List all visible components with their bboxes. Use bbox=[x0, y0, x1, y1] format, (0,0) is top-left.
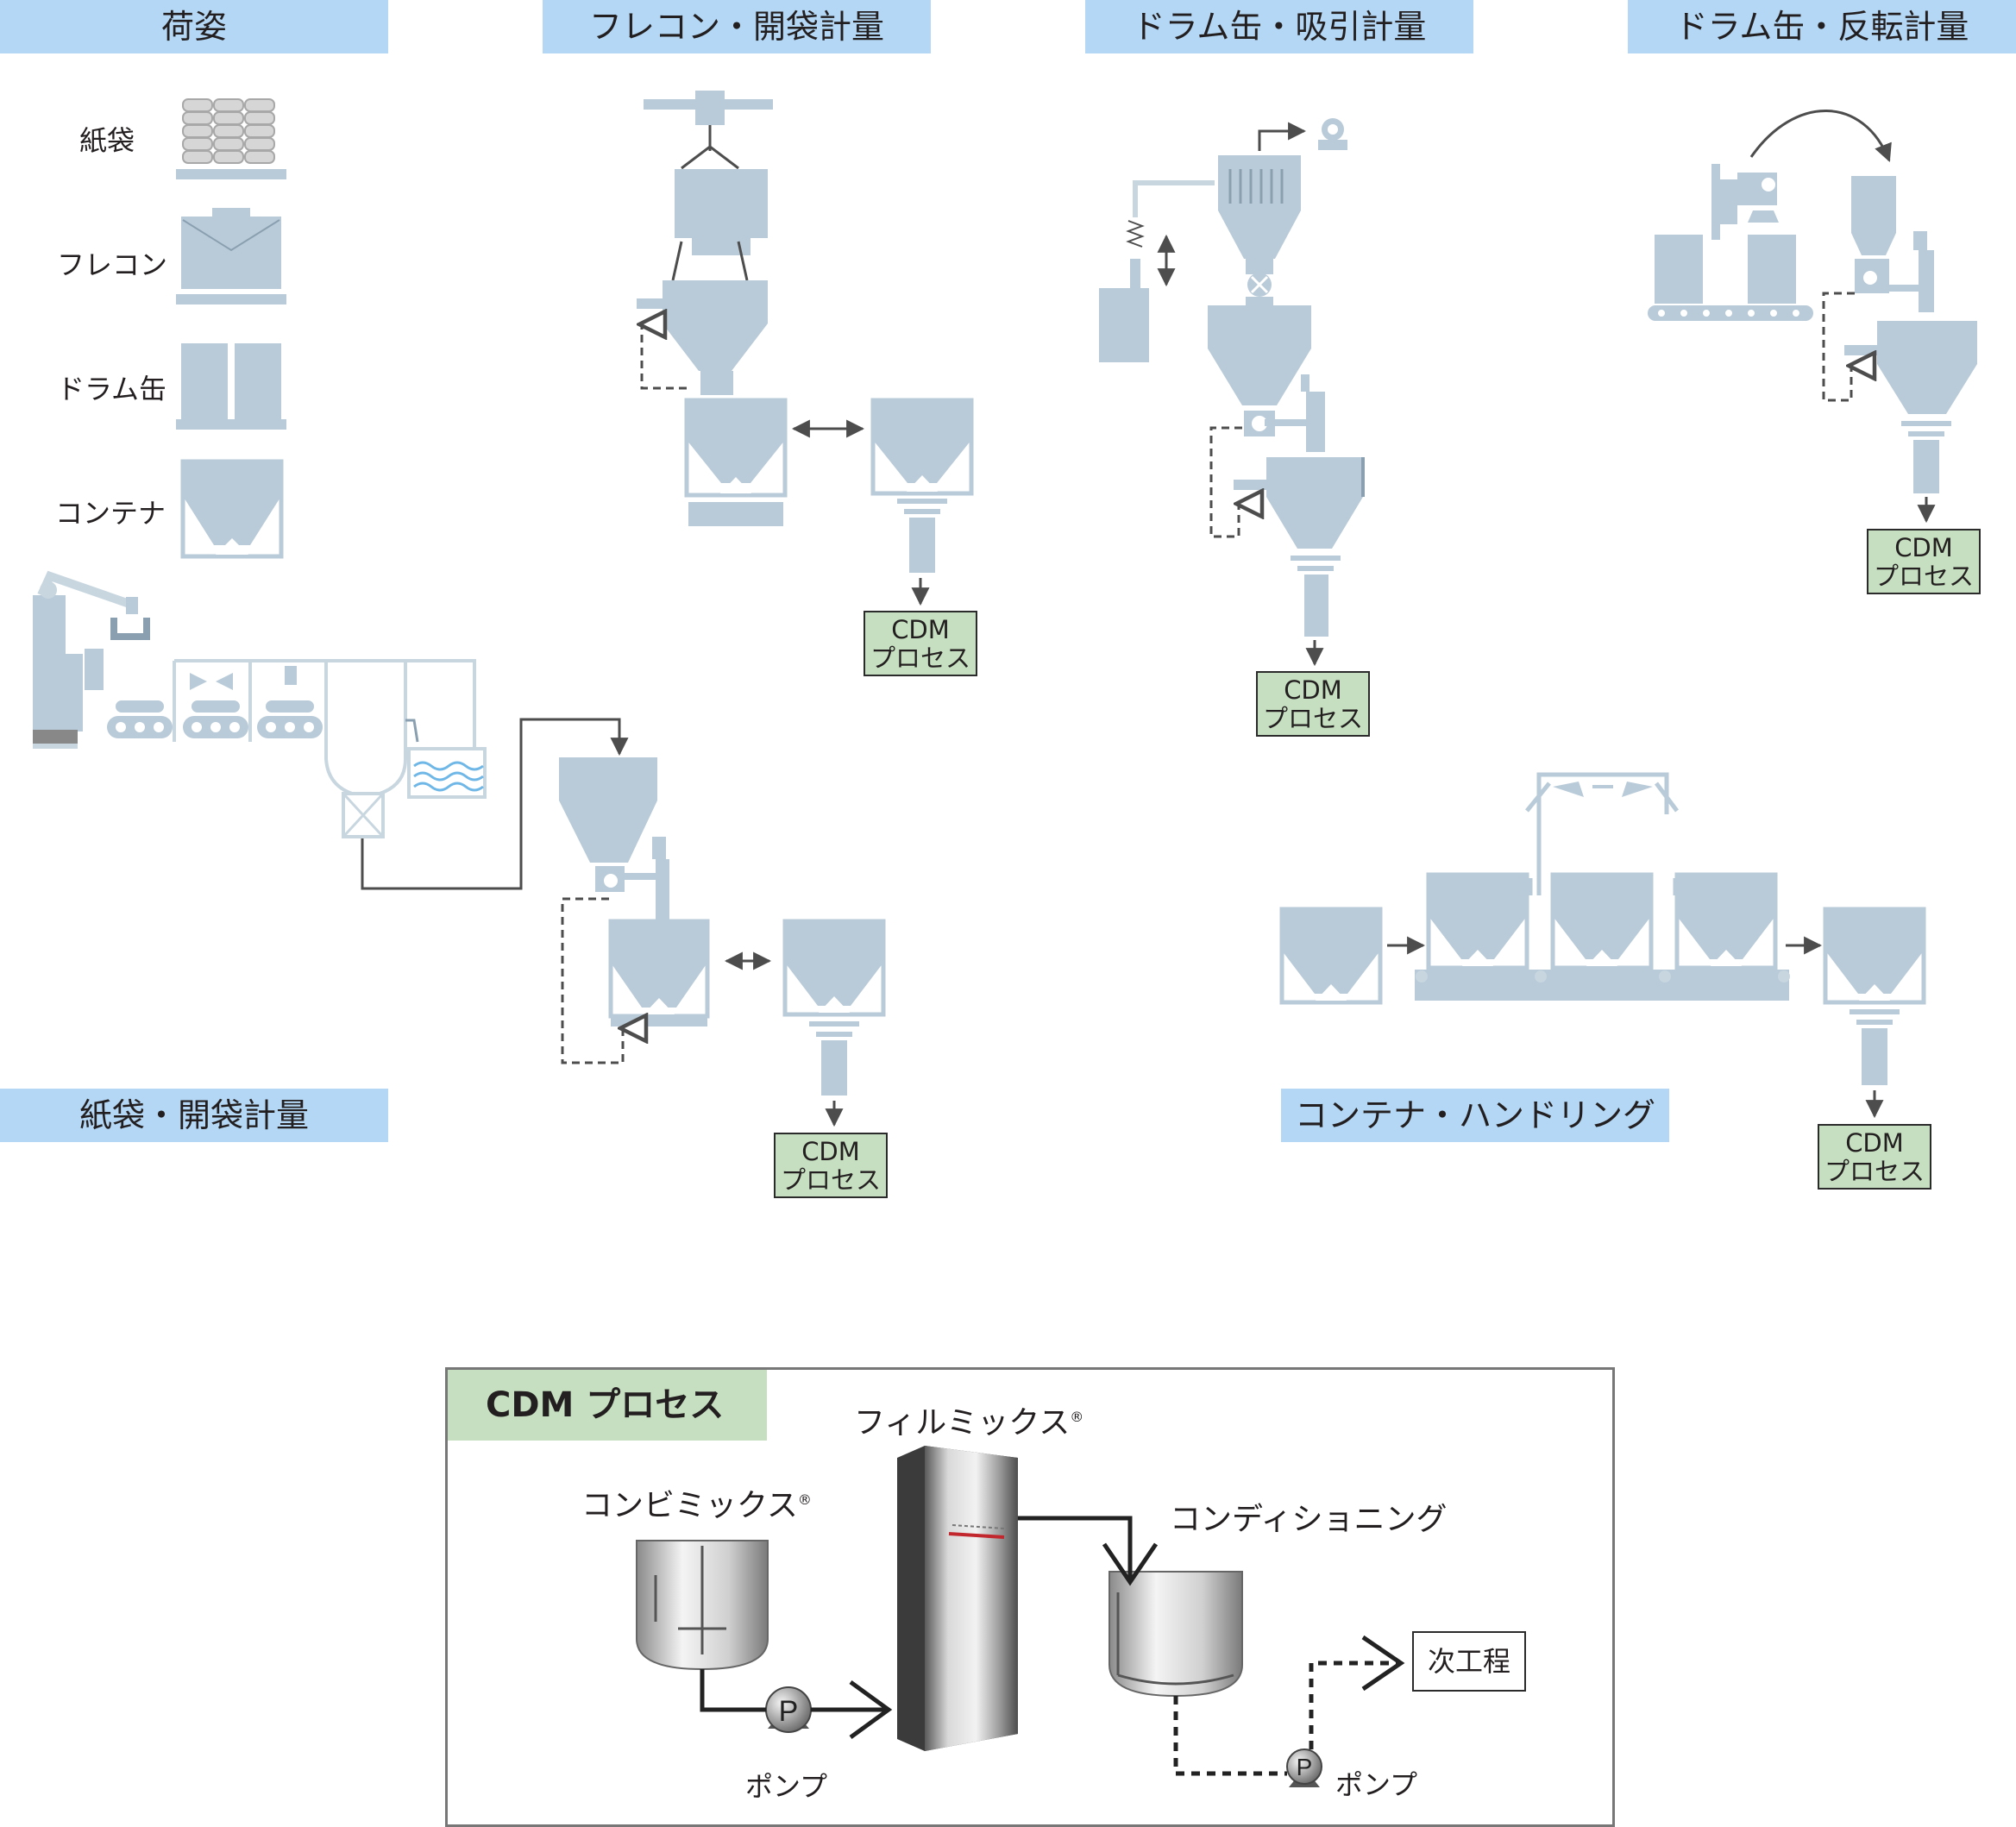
cdm-box-line2: プロセス bbox=[1262, 704, 1363, 733]
cdm-process-box-paper-bag: CDM プロセス bbox=[774, 1133, 888, 1198]
drum-inversion-unit bbox=[1648, 110, 1977, 493]
line-filmix-to-conditioning bbox=[1018, 1516, 1133, 1579]
feedback-line-paper-bag bbox=[561, 897, 623, 1064]
label-flexible-container: フレコン bbox=[57, 248, 168, 281]
cdm-box-line2: プロセス bbox=[780, 1165, 881, 1195]
label-combimix: コンビミックス® bbox=[581, 1480, 812, 1525]
label-filmix-text: フィルミックス bbox=[854, 1405, 1071, 1441]
cdm-box-line1: CDM bbox=[1845, 1128, 1904, 1158]
container-handling-unit bbox=[1279, 772, 1926, 1085]
header-packaging: 荷姿 bbox=[0, 0, 388, 53]
header-paper-bag: 紙袋・開袋計量 bbox=[0, 1089, 388, 1142]
cdm-box-line1: CDM bbox=[891, 615, 950, 644]
registered-mark: ® bbox=[797, 1491, 812, 1508]
line-combimix-to-pump bbox=[700, 1669, 766, 1712]
cdm-box-line1: CDM bbox=[1284, 675, 1342, 705]
cdm-process-box-drum-inversion: CDM プロセス bbox=[1867, 529, 1981, 594]
transfer-line-paper-bag bbox=[361, 718, 629, 890]
cdm-process-box-drum-suction: CDM プロセス bbox=[1256, 671, 1370, 737]
header-drum-suction: ドラム缶・吸引計量 bbox=[1085, 0, 1473, 53]
label-conditioning: コンディショニング bbox=[1170, 1502, 1448, 1537]
paper-bag-stack-icon bbox=[176, 98, 286, 179]
label-drum: ドラム缶 bbox=[57, 373, 167, 405]
label-container: コンテナ bbox=[55, 497, 166, 530]
cdm-box-line2: プロセス bbox=[1873, 562, 1974, 591]
cdm-box-line1: CDM bbox=[1894, 533, 1953, 562]
cdm-process-box-container: CDM プロセス bbox=[1818, 1124, 1931, 1190]
cdm-box-line2: プロセス bbox=[870, 644, 970, 673]
feedback-line-drum-inversion bbox=[1822, 292, 1855, 402]
label-combimix-text: コンビミックス bbox=[581, 1488, 798, 1523]
cdm-process-box-flexible: CDM プロセス bbox=[864, 611, 977, 676]
cdm-process-panel bbox=[445, 1367, 1615, 1827]
flexible-container-icon bbox=[176, 208, 286, 304]
arrowhead-to-filmix bbox=[849, 1679, 893, 1740]
next-step-box: 次工程 bbox=[1412, 1631, 1526, 1692]
flexible-container-unit bbox=[637, 91, 974, 573]
arrowhead-to-next-step bbox=[1361, 1635, 1405, 1692]
paper-bag-unit bbox=[33, 570, 886, 1096]
label-filmix: フィルミックス® bbox=[854, 1397, 1083, 1442]
header-container-handling: コンテナ・ハンドリング bbox=[1281, 1089, 1669, 1142]
pump-right-symbol: P bbox=[1297, 1754, 1313, 1780]
header-drum-inversion: ドラム缶・反転計量 bbox=[1628, 0, 2016, 53]
label-paper-bag: 紙袋 bbox=[79, 124, 135, 157]
label-pump-left: ポンプ bbox=[745, 1770, 828, 1803]
cdm-box-line2: プロセス bbox=[1824, 1157, 1925, 1186]
line-pump-to-next-step bbox=[1309, 1661, 1401, 1749]
cdm-process-title: CDM プロセス bbox=[448, 1370, 767, 1441]
line-conditioning-to-pump bbox=[1173, 1696, 1287, 1776]
container-icon bbox=[180, 459, 284, 559]
feedback-line-drum-suction bbox=[1209, 426, 1242, 538]
pump-left-symbol: P bbox=[779, 1695, 799, 1728]
registered-mark: ® bbox=[1070, 1409, 1084, 1425]
pump-right-icon bbox=[1286, 1749, 1322, 1787]
arrowhead-to-conditioning bbox=[1102, 1542, 1159, 1586]
header-flexible-container: フレコン・開袋計量 bbox=[543, 0, 931, 53]
drum-icon bbox=[176, 343, 286, 430]
label-pump-right: ポンプ bbox=[1335, 1768, 1418, 1801]
filmix-machine bbox=[897, 1446, 1018, 1751]
feedback-line-flexible bbox=[642, 324, 687, 390]
cdm-box-line1: CDM bbox=[801, 1137, 860, 1166]
drum-suction-unit bbox=[1099, 118, 1365, 637]
